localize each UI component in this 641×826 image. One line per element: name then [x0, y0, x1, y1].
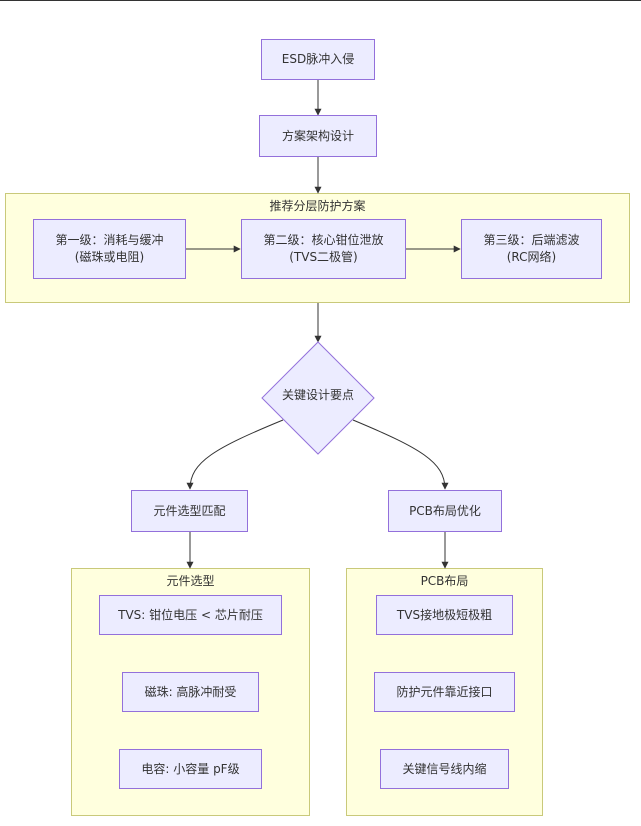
node-key-points-label: 关键设计要点: [281, 388, 354, 402]
node-stage3: 第三级：后端滤波 (RC网络): [461, 219, 602, 279]
node-comp-label: 元件选型匹配: [153, 503, 226, 518]
node-component-selection: 元件选型匹配: [131, 490, 248, 532]
node-capacitor-selection: 电容: 小容量 pF级: [119, 749, 262, 789]
node-stage3-line1: 第三级：后端滤波: [483, 233, 580, 247]
node-esd-label: ESD脉冲入侵: [281, 52, 355, 66]
node-bead-sel-label: 磁珠: 高脉冲耐受: [144, 684, 237, 699]
node-pcb-optimization: PCB布局优化: [388, 490, 502, 532]
node-tvs-selection: TVS: 钳位电压 < 芯片耐压: [99, 595, 282, 635]
key-points-diamond: [261, 341, 375, 455]
node-stage3-line2: (RC网络): [506, 250, 557, 264]
node-tvs-ground: TVS接地极短极粗: [376, 595, 513, 635]
node-near-port-label: 防护元件靠近接口: [396, 684, 493, 699]
node-stage2-line2: (TVS二极管): [289, 250, 358, 264]
node-stage1: 第一级：消耗与缓冲 (磁珠或电阻): [33, 219, 186, 279]
cluster-component-title: 元件选型: [166, 574, 215, 588]
edge-key-to-pcb: [352, 419, 449, 490]
node-stage1-line2: (磁珠或电阻): [74, 250, 145, 264]
node-signal-shrink: 关键信号线内缩: [380, 749, 509, 789]
node-architecture-design: 方案架构设计: [259, 115, 377, 157]
node-arch-label: 方案架构设计: [281, 128, 354, 143]
node-pcb-label: PCB布局优化: [409, 503, 481, 518]
node-tvs-gnd-label: TVS接地极短极粗: [396, 607, 493, 622]
node-esd-pulse: ESD脉冲入侵: [261, 39, 375, 80]
top-border-line: [0, 0, 641, 1]
node-stage2-line1: 第二级：核心钳位泄放: [263, 233, 384, 247]
cluster-pcb-title: PCB布局: [420, 574, 469, 588]
node-stage2: 第二级：核心钳位泄放 (TVS二极管): [241, 219, 406, 279]
node-near-port: 防护元件靠近接口: [374, 672, 515, 712]
node-stage1-line1: 第一级：消耗与缓冲: [55, 233, 164, 247]
cluster-layered-title: 推荐分层防护方案: [269, 199, 366, 213]
edge-key-to-comp: [186, 419, 284, 490]
node-tvs-sel-label: TVS: 钳位电压 < 芯片耐压: [118, 607, 263, 622]
node-bead-selection: 磁珠: 高脉冲耐受: [122, 672, 259, 712]
node-shrink-label: 关键信号线内缩: [402, 761, 487, 776]
node-cap-sel-label: 电容: 小容量 pF级: [141, 761, 240, 776]
